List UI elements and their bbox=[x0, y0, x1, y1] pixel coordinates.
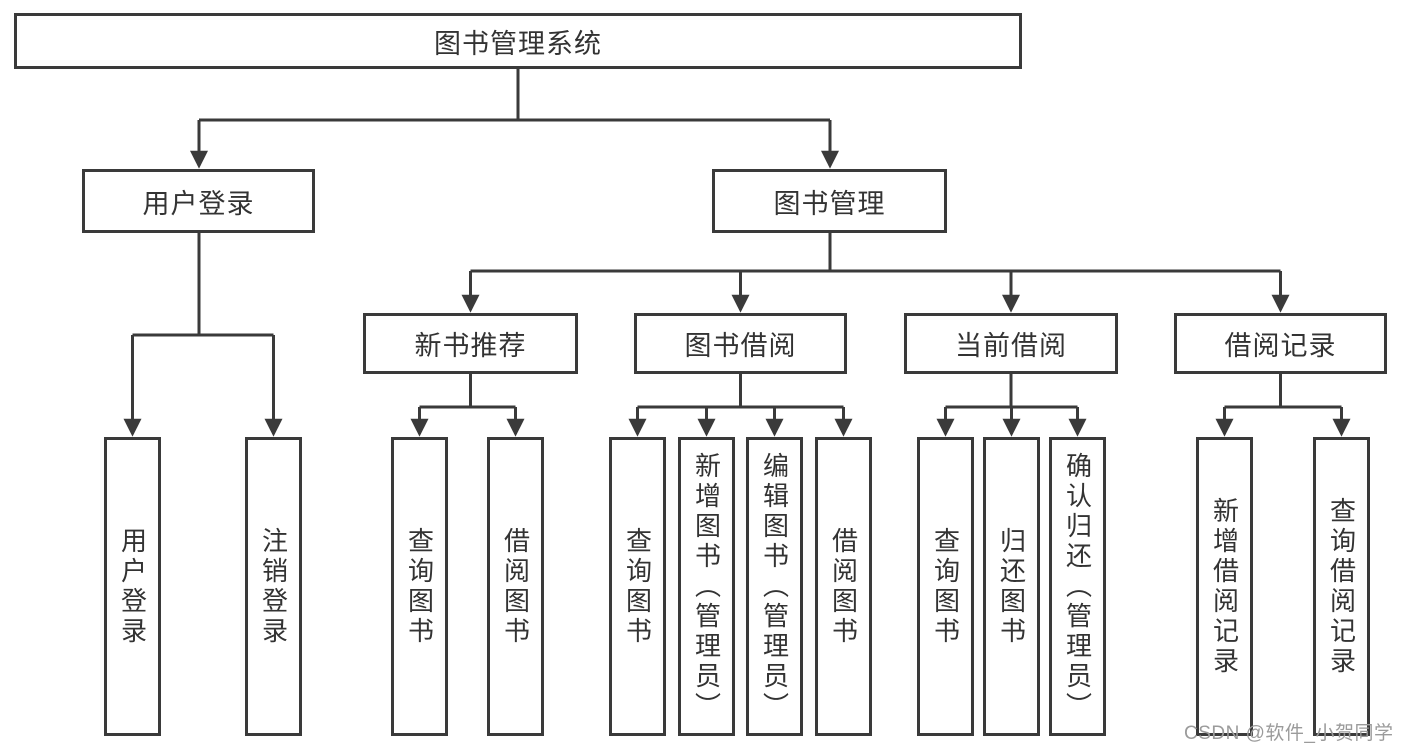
node-library-management-system: 图书管理系统 bbox=[14, 13, 1022, 69]
node-label: 查询图书 bbox=[930, 526, 961, 647]
node-label: 查询借阅记录 bbox=[1326, 496, 1357, 677]
node-label: 新书推荐 bbox=[414, 331, 527, 361]
node-label: 编辑图书（管理员） bbox=[759, 451, 790, 722]
node-label: 新增借阅记录 bbox=[1209, 496, 1240, 677]
leaf-add-borrow-record: 新增借阅记录 bbox=[1196, 437, 1253, 736]
node-book-management: 图书管理 bbox=[712, 169, 947, 233]
node-label: 查询图书 bbox=[404, 526, 435, 647]
leaf-query-books-borrow: 查询图书 bbox=[609, 437, 666, 736]
node-label: 图书借阅 bbox=[684, 331, 797, 361]
node-borrow-records: 借阅记录 bbox=[1174, 313, 1387, 374]
leaf-query-books-recommend: 查询图书 bbox=[391, 437, 448, 736]
leaf-user-login: 用户登录 bbox=[104, 437, 161, 736]
node-user-login-branch: 用户登录 bbox=[82, 169, 315, 233]
leaf-return-book: 归还图书 bbox=[983, 437, 1040, 736]
node-label: 归还图书 bbox=[996, 526, 1027, 647]
node-label: 查询图书 bbox=[622, 526, 653, 647]
node-label: 新增图书（管理员） bbox=[691, 451, 722, 722]
leaf-edit-book-admin: 编辑图书（管理员） bbox=[746, 437, 803, 736]
node-label: 确认归还（管理员） bbox=[1062, 451, 1093, 722]
leaf-add-book-admin: 新增图书（管理员） bbox=[678, 437, 735, 736]
csdn-watermark: CSDN @软件_小贺同学 bbox=[1184, 723, 1394, 744]
node-label: 注销登录 bbox=[258, 526, 289, 647]
leaf-query-borrow-record: 查询借阅记录 bbox=[1313, 437, 1370, 736]
node-label: 用户登录 bbox=[142, 188, 255, 219]
node-current-borrow: 当前借阅 bbox=[904, 313, 1118, 374]
node-new-book-recommend: 新书推荐 bbox=[363, 313, 578, 374]
leaf-borrow-books-recommend: 借阅图书 bbox=[487, 437, 544, 736]
node-book-borrow: 图书借阅 bbox=[634, 313, 847, 374]
node-label: 借阅记录 bbox=[1224, 331, 1337, 361]
node-label: 图书管理系统 bbox=[434, 28, 602, 59]
node-label: 用户登录 bbox=[117, 526, 148, 647]
node-label: 当前借阅 bbox=[955, 331, 1067, 361]
leaf-query-books-current: 查询图书 bbox=[917, 437, 974, 736]
node-label: 借阅图书 bbox=[500, 526, 531, 647]
leaf-confirm-return-admin: 确认归还（管理员） bbox=[1049, 437, 1106, 736]
node-label: 借阅图书 bbox=[828, 526, 859, 647]
node-label: 图书管理 bbox=[773, 188, 886, 219]
leaf-borrow-books: 借阅图书 bbox=[815, 437, 872, 736]
leaf-logout: 注销登录 bbox=[245, 437, 302, 736]
